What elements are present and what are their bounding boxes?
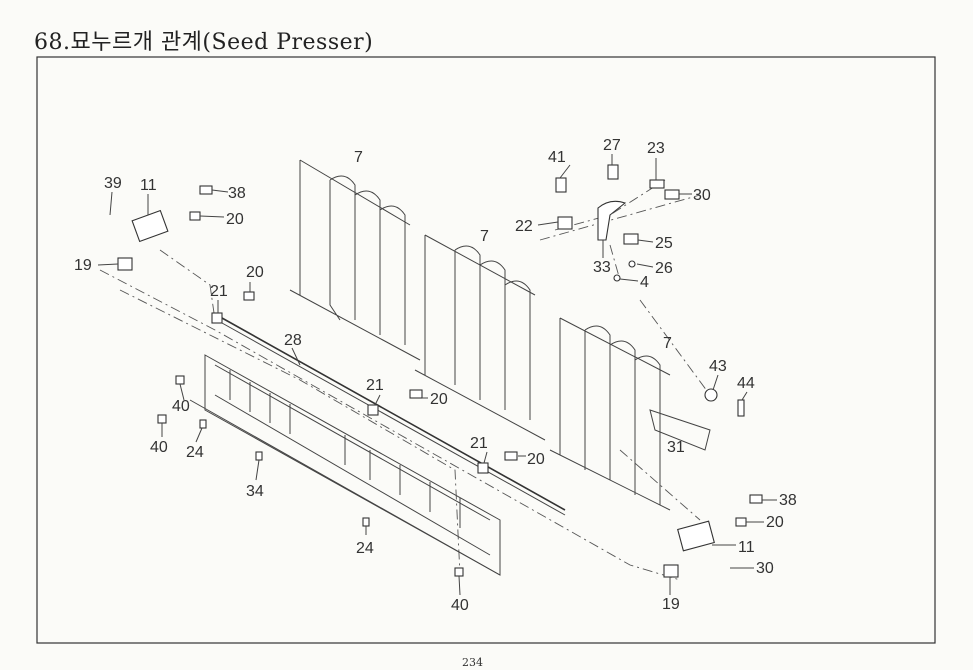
callout-21: 21 [470, 435, 488, 452]
page-title: 68.묘누르개 관계(Seed Presser) [34, 30, 374, 55]
callout-38: 38 [228, 185, 246, 202]
leader-lines [97, 154, 777, 596]
callout-40: 40 [150, 439, 168, 456]
callout-41: 41 [548, 149, 566, 166]
callout-26: 26 [655, 260, 673, 277]
assembly-guide-lines [99, 179, 711, 581]
callout-31: 31 [667, 439, 685, 456]
callout-7: 7 [354, 149, 363, 166]
callout-33: 33 [593, 259, 611, 276]
callout-20: 20 [246, 264, 264, 281]
callout-23: 23 [647, 140, 665, 157]
callout-7: 7 [663, 335, 672, 352]
callout-40: 40 [172, 398, 190, 415]
rod-28 [221, 317, 566, 516]
callout-19: 19 [74, 257, 92, 274]
callout-11: 11 [140, 177, 157, 194]
callout-11: 11 [738, 539, 755, 556]
callout-20: 20 [226, 211, 244, 228]
presser-frame-right [549, 317, 671, 511]
callout-25: 25 [655, 235, 673, 252]
callout-40: 40 [451, 597, 469, 614]
callout-19: 19 [662, 596, 680, 613]
callout-4: 4 [640, 274, 649, 291]
presser-frame-middle [414, 234, 546, 441]
callout-27: 27 [603, 137, 621, 154]
page-number: 234 [462, 656, 483, 669]
callout-24: 24 [356, 540, 374, 557]
callout-30: 30 [693, 187, 711, 204]
callout-38: 38 [779, 492, 797, 509]
callout-22: 22 [515, 218, 533, 235]
callout-43: 43 [709, 358, 727, 375]
callout-20: 20 [527, 451, 545, 468]
presser-frame-left [289, 159, 421, 361]
callout-20: 20 [430, 391, 448, 408]
callout-20: 20 [766, 514, 784, 531]
callout-30: 30 [756, 560, 774, 577]
callout-21: 21 [366, 377, 384, 394]
callout-39: 39 [104, 175, 122, 192]
comb-base-assembly [189, 354, 501, 576]
callout-44: 44 [737, 375, 755, 392]
callout-34: 34 [246, 483, 264, 500]
callout-labels: 39 11 38 20 19 20 21 28 7 7 7 41 27 23 3… [74, 137, 797, 614]
callout-21: 21 [210, 283, 228, 300]
callout-7: 7 [480, 228, 489, 245]
hardware-parts [117, 164, 763, 578]
diagram-frame [36, 56, 936, 644]
callout-24: 24 [186, 444, 204, 461]
callout-28: 28 [284, 332, 302, 349]
